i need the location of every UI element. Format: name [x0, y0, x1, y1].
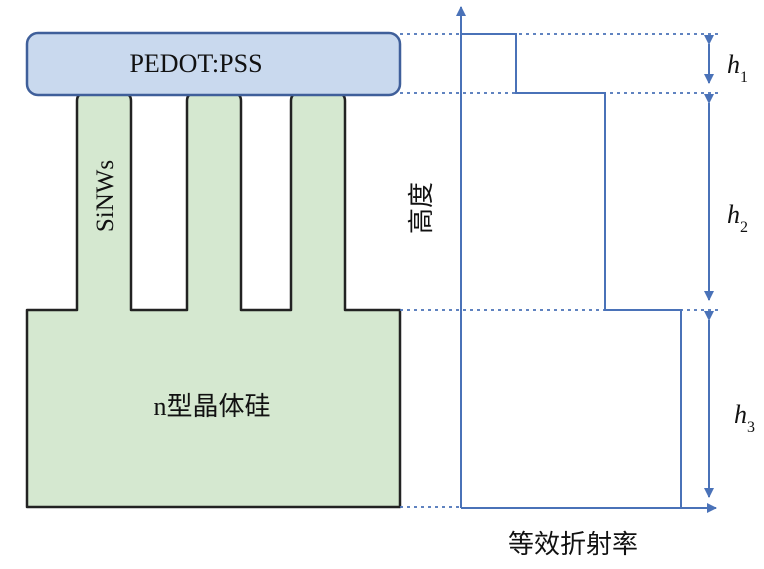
sinws-label: SiNWs — [92, 160, 119, 232]
substrate-label: n型晶体硅 — [153, 392, 270, 421]
y-axis-label: 高度 — [407, 182, 436, 234]
h1-label-sub: 1 — [740, 69, 748, 86]
h2-label-sub: 2 — [740, 219, 748, 236]
pedot-pss-label: PEDOT:PSS — [129, 49, 262, 78]
x-axis-label: 等效折射率 — [508, 530, 638, 559]
refractive-index-profile — [461, 33, 682, 508]
silicon-body — [25, 91, 402, 509]
pedot-pss-layer — [25, 31, 402, 97]
h3-label-main: h — [734, 400, 747, 429]
h3-label-sub: 3 — [747, 419, 755, 436]
h2-label-main: h — [727, 200, 740, 229]
h2-label: h2 — [727, 200, 748, 236]
h1-label-main: h — [727, 50, 740, 79]
h3-label: h3 — [734, 400, 755, 436]
h1-label: h1 — [727, 50, 748, 86]
